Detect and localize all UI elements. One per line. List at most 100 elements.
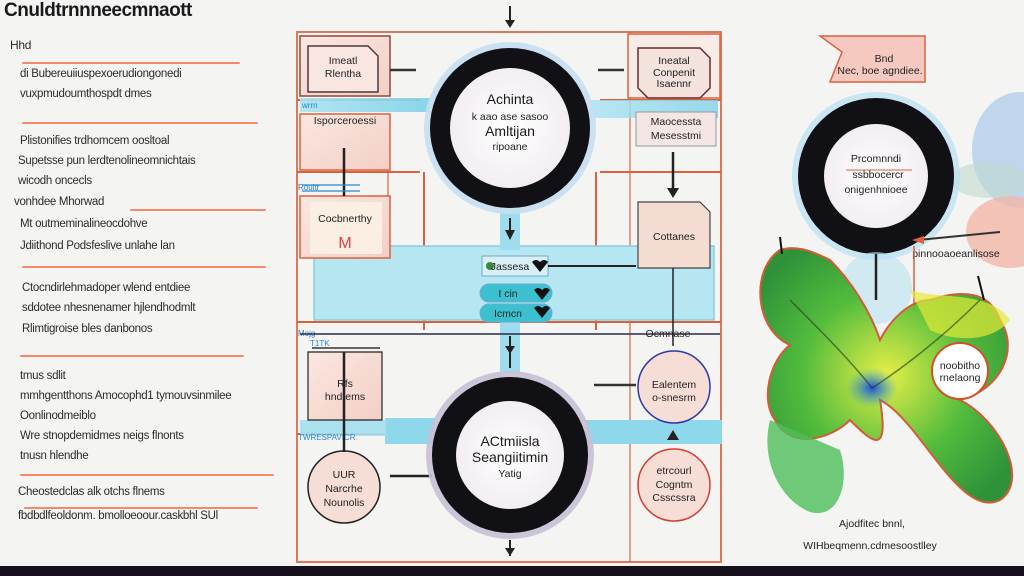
bubble-label: rnelaong [940,372,981,384]
arrow-down-icon [505,218,515,240]
arrow-up-icon [667,430,679,440]
right-circle-1: Ealentem o-snesrm [637,350,711,424]
node-label: Narcrhe [325,483,363,495]
text-line: vuxpmudoumthospdt dmes [20,88,152,100]
node-label: Mesesstmi [651,130,701,142]
node-label: Conpenit [653,67,695,79]
text-line: di Bubereuiiuspexoerudiongonedi [20,68,182,80]
node-label: Prcomnndi [851,153,901,165]
node-label: etrcourl [656,465,691,477]
small-label: Roultr [298,183,320,192]
m-glyph-icon: M [338,235,351,252]
right-ring-node: Prcomnndi ssbbocercr onigenhnioee [792,92,960,260]
text-line: Jdiithond Podsfeslive unlahe lan [20,240,175,252]
node-label: Nounolis [324,497,365,509]
bottom-ring-node: ACtmiisla Seangiitimin Yatig [426,371,594,539]
caption-line: Ajodfitec bnnl, [839,518,905,530]
text-line: mmhgentthons Amocophd1 tymouvsinmilee [20,390,232,402]
node-label: Amltijan [485,123,535,139]
arrow-down-icon [505,540,515,556]
divider [22,266,266,268]
text-line: tmus sdlit [20,370,66,382]
stack-label: Icmcn [494,308,522,320]
node-label: ssbbocercr [852,169,904,181]
node-label: Yatig [498,468,521,480]
stack-label: Jassesa [491,261,530,273]
small-label: TWRESPAVICR [298,433,356,442]
stack-label: I cin [498,288,517,300]
text-line: Wre stnopdemidmes neigs flnonts [20,430,184,442]
node-label: Csscssra [652,492,695,504]
note-box: Bnd Nec, boe agndiee. [817,35,926,83]
bottom-bar [0,566,1024,576]
top-ring-node: Achinta k aao ase sasoo Amltijan ripoane [424,42,596,214]
divider [24,507,258,509]
arrow-down-icon [505,336,515,368]
node-label: Isporceroessi [314,115,376,127]
heart-icon [532,260,548,272]
text-line: Rlimtigroise bles danbonos [22,323,153,335]
text-line: Ctocndirlehmadoper wlend entdiee [22,282,191,294]
text-line: Oonlinodmeiblo [20,410,96,422]
node-label: Cottanes [653,231,695,243]
left-box-3: Cocbnerthy M [299,195,391,259]
right-box-3: Cottanes [637,201,711,269]
connector-lines [302,148,432,478]
bubble-node: noobitho rnelaong [931,342,989,400]
node-label: ripoane [492,141,527,153]
right-circle-2: etrcourl Cogntm Csscssra [637,448,711,522]
node-label: k aao ase sasoo [472,111,549,123]
organic-illustration [759,236,1014,514]
note-label: Bnd [875,53,894,65]
node-label: Maocessta [651,116,702,128]
text-line: Plistonifies trdhomcem oosltoal [20,135,170,147]
node-label: Achinta [487,91,534,107]
right-box-2: Maocessta Mesesstmi [635,111,717,147]
divider [20,355,244,357]
small-label: T1TK [310,339,330,348]
text-line: Cheostedclas alk otchs flnems [18,486,165,498]
callout-label: pinnooaoeanlisose [912,248,1000,260]
node-label: Ineatal [658,55,690,67]
stack-item: Jassesa [481,255,549,277]
stack-item: Icmcn [479,303,553,323]
heart-icon [534,288,550,300]
arrow-down-icon [505,6,515,28]
text-line: wicodh oncecls [18,175,92,187]
heart-icon [534,306,550,318]
text-line: Supetsse pun lerdtenolineomnichtais [18,155,196,167]
text-line: sddotee nhesnenamer hjlendhodmlt [22,302,196,314]
node-label: o-snesrm [652,392,696,404]
small-label: Ocmnase [646,328,691,340]
node-label: Imeatl [329,55,358,67]
caption-line: WIHbeqmenn.cdmesoostlley [803,540,937,552]
node-label: Rlentha [325,68,361,80]
node-label: ACtmiisla [480,433,539,449]
text-line: Mt outmeminalineocdohve [20,218,148,230]
leaf-icon [486,262,494,270]
left-box-1: Imeatl Rlentha [299,35,391,97]
divider [130,209,266,211]
page-title: Cnuldtrnnneecmnaott [4,0,192,21]
node-label: Cocbnerthy [318,213,372,225]
small-label: wrrn [301,101,318,110]
text-line: fbdbdlfeoldonm. bmolloeoour.caskbhl SUl [18,510,218,522]
text-line: tnusn hlendhe [20,450,89,462]
node-label: Isaennr [656,78,692,90]
decorative-shape [950,162,1024,198]
node-label: UUR [333,469,356,481]
left-heading: Hhd [10,38,32,52]
left-circle: UUR Narcrhe Nounolis [307,450,381,524]
arrow-down-icon [667,152,679,198]
right-box-1: Ineatal Conpenit Isaennr [627,33,721,99]
bubble-label: noobitho [940,360,980,372]
divider [20,474,274,476]
node-label: Cogntm [656,479,693,491]
divider [22,62,240,64]
node-label: Ealentem [652,379,697,391]
note-label: Nec, boe agndiee. [837,65,922,77]
divider [22,122,258,124]
stack-item: I cin [479,283,553,303]
text-line: vonhdee Mhorwad [14,196,105,208]
